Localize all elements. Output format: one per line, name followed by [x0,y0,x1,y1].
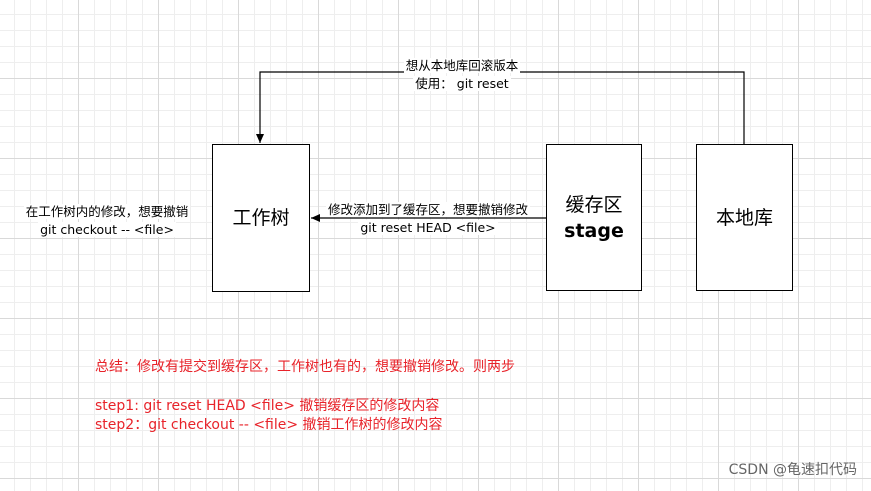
worktree-box: 工作树 [212,144,310,292]
stage-box: 缓存区 stage [546,144,642,291]
watermark: CSDN @龟速扣代码 [728,462,857,478]
step2-note: step2：git checkout -- <file> 撤销工作树的修改内容 [95,417,443,433]
discard-title: 在工作树内的修改，想要撤销 [23,204,191,219]
summary-note: 总结：修改有提交到缓存区，工作树也有的，想要撤销修改。则两步 [95,359,515,375]
repo-box: 本地库 [696,144,793,291]
discard-label: 在工作树内的修改，想要撤销 git checkout -- <file> [14,203,200,239]
repo-label: 本地库 [715,206,773,229]
rollback-command: 使用： git reset [413,76,511,91]
step1-note: step1: git reset HEAD <file> 撤销缓存区的修改内容 [95,398,440,414]
discard-command: git checkout -- <file> [38,222,176,237]
rollback-label: 想从本地库回滚版本 使用： git reset [372,57,552,93]
stage-label: 缓存区 [565,193,623,216]
unstage-title: 修改添加到了缓存区，想要撤销修改 [325,202,530,217]
unstage-command: git reset HEAD <file> [358,220,498,235]
stage-sublabel: stage [564,219,624,242]
worktree-label: 工作树 [232,207,290,229]
unstage-label: 修改添加到了缓存区，想要撤销修改 git reset HEAD <file> [314,201,542,237]
rollback-title: 想从本地库回滚版本 [403,58,521,73]
